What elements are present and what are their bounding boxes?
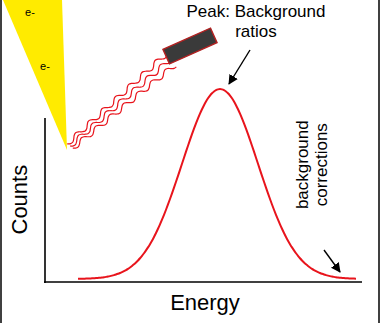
electron-beam [3,0,67,150]
electron-label: e- [15,6,45,19]
background-label: background corrections [294,105,331,225]
frame-line [0,0,2,323]
detector [163,28,217,64]
axis-title: Counts [7,145,32,255]
leader-arrow [324,250,340,272]
peak-label: Peak: Background ratios [168,2,344,41]
x-axis [44,281,362,283]
x-ray-wave [73,67,177,148]
x-ray-waves [67,49,176,148]
x-ray-wave [67,49,167,144]
spectrum-peak [78,89,356,279]
x-ray-wave [70,58,172,146]
axis-title: Energy [135,290,275,315]
electron-label: e- [30,60,60,73]
leader-arrow [229,50,250,84]
y-axis [44,118,46,283]
frame-line [378,0,380,323]
